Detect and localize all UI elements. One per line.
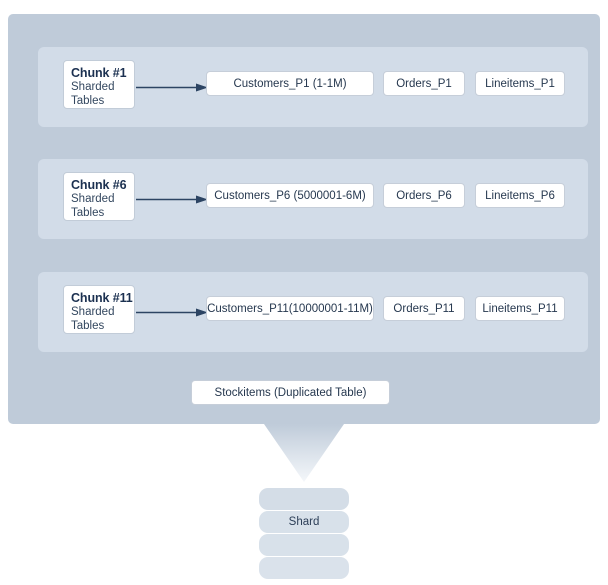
- chunk-subtitle-line-1: Sharded: [71, 81, 115, 93]
- table-box-customers[interactable]: Customers_P1 (1-1M): [206, 71, 374, 96]
- chunk-subtitle-line-1: Sharded: [71, 306, 115, 318]
- chunk-subtitle-line-2: Tables: [71, 94, 105, 107]
- arrow-right-icon: [136, 195, 208, 204]
- chunk-row-3: Chunk #11 Sharded Tables Customers_P11(1…: [38, 272, 588, 352]
- chunk-subtitle-line-2: Tables: [71, 319, 105, 332]
- shard-cylinder[interactable]: Shard: [259, 488, 349, 580]
- arrow-right-icon: [136, 308, 208, 317]
- shard-label: Shard: [288, 516, 320, 528]
- chunk-row-1: Chunk #1 Sharded Tables Customers_P1 (1-…: [38, 47, 588, 127]
- duplicated-table-box[interactable]: Stockitems (Duplicated Table): [191, 380, 390, 405]
- cylinder-segment: [259, 488, 349, 510]
- chunk-box-6[interactable]: Chunk #6 Sharded Tables: [63, 172, 135, 221]
- chunk-title: Chunk #11: [71, 291, 133, 305]
- chunk-box-1[interactable]: Chunk #1 Sharded Tables: [63, 60, 135, 109]
- chunk-row-2: Chunk #6 Sharded Tables Customers_P6 (50…: [38, 159, 588, 239]
- cylinder-segment: [259, 511, 349, 533]
- funnel-shape: [264, 424, 344, 482]
- chunk-subtitle-line-2: Tables: [71, 206, 105, 219]
- table-box-lineitems[interactable]: Lineitems_P6: [475, 183, 565, 208]
- cylinder-segment: [259, 557, 349, 579]
- table-box-orders[interactable]: Orders_P6: [383, 183, 465, 208]
- chunks-panel: Chunk #1 Sharded Tables Customers_P1 (1-…: [8, 14, 600, 424]
- table-box-orders[interactable]: Orders_P1: [383, 71, 465, 96]
- table-box-orders[interactable]: Orders_P11: [383, 296, 465, 321]
- cylinder-segment: [259, 534, 349, 556]
- chunk-title: Chunk #1: [71, 66, 127, 80]
- table-box-customers[interactable]: Customers_P11(10000001-11M): [206, 296, 374, 321]
- arrow-right-icon: [136, 83, 208, 92]
- table-box-lineitems[interactable]: Lineitems_P11: [475, 296, 565, 321]
- chunk-box-11[interactable]: Chunk #11 Sharded Tables: [63, 285, 135, 334]
- table-box-customers[interactable]: Customers_P6 (5000001-6M): [206, 183, 374, 208]
- table-box-lineitems[interactable]: Lineitems_P1: [475, 71, 565, 96]
- chunk-title: Chunk #6: [71, 178, 127, 192]
- chunk-subtitle-line-1: Sharded: [71, 193, 115, 205]
